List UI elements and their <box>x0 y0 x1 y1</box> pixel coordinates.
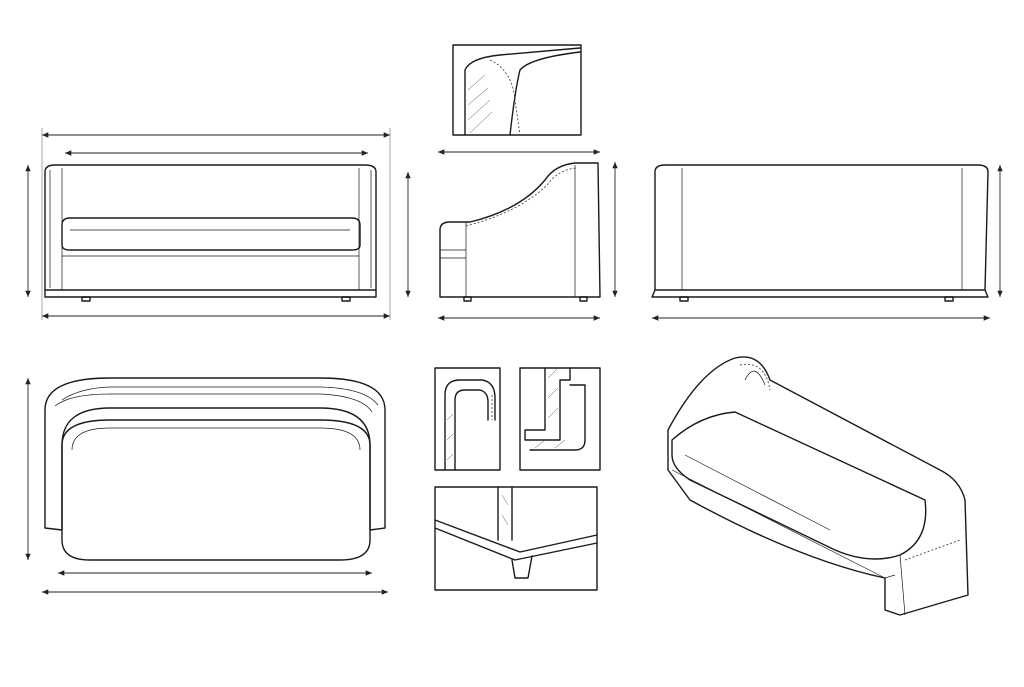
arm-profile-inset <box>452 44 582 136</box>
side-elevation-view <box>438 44 618 321</box>
isometric-view <box>667 356 969 616</box>
top-plan-view <box>25 377 388 595</box>
front-elevation-view <box>25 128 411 320</box>
joint-detail <box>519 367 601 471</box>
arm-detail <box>434 367 501 471</box>
leg-corner-detail <box>434 486 598 591</box>
back-elevation-view <box>651 164 1003 321</box>
